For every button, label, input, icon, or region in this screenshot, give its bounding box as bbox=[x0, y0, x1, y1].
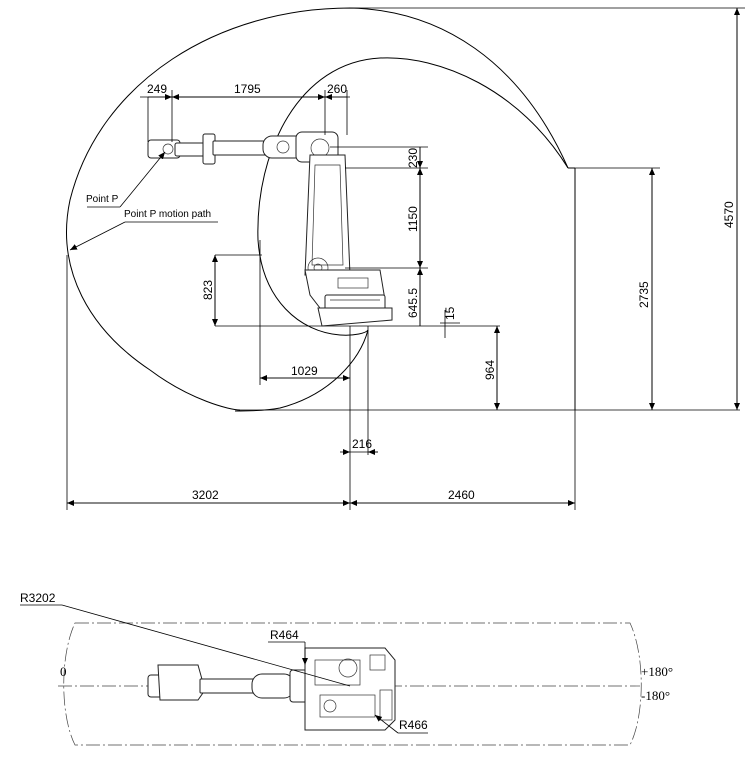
point-p-label: Point P bbox=[86, 194, 119, 205]
motion-path-label: Point P motion path bbox=[124, 209, 211, 220]
dim-260: 260 bbox=[327, 82, 347, 96]
dim-2735: 2735 bbox=[637, 281, 651, 308]
dim-645: 645.5 bbox=[406, 288, 420, 318]
dim-1795: 1795 bbox=[234, 82, 261, 96]
dim-249: 249 bbox=[147, 82, 167, 96]
dim-3202: 3202 bbox=[192, 488, 219, 502]
dim-964: 964 bbox=[483, 360, 497, 380]
dim-1029: 1029 bbox=[291, 364, 318, 378]
dim-15: 15 bbox=[443, 306, 457, 320]
motion-envelope-lower bbox=[234, 329, 369, 412]
dim-4570: 4570 bbox=[722, 201, 736, 228]
dim-823: 823 bbox=[201, 280, 215, 300]
angle-plus-180-label: +180° bbox=[641, 664, 673, 679]
radius-r466: R466 bbox=[399, 718, 428, 732]
top-view: R3202 R464 R466 0 +180° -180° bbox=[20, 591, 673, 746]
dim-1150: 1150 bbox=[406, 206, 420, 232]
motion-envelope-inner bbox=[257, 57, 569, 336]
motion-envelope-outer bbox=[66, 7, 569, 411]
robot-side bbox=[147, 131, 393, 327]
dim-2460: 2460 bbox=[448, 488, 475, 502]
angle-minus-180-label: -180° bbox=[641, 688, 670, 703]
side-view: 249 1795 260 230 1150 645.5 15 823 1029 bbox=[66, 7, 745, 510]
robot-top bbox=[147, 647, 396, 731]
angle-zero-label: 0 bbox=[60, 664, 67, 679]
rotation-envelope bbox=[63, 622, 642, 746]
radius-r3202: R3202 bbox=[20, 591, 56, 605]
dim-216: 216 bbox=[352, 437, 372, 451]
dim-230: 230 bbox=[406, 148, 420, 168]
radius-r464: R464 bbox=[270, 628, 299, 642]
